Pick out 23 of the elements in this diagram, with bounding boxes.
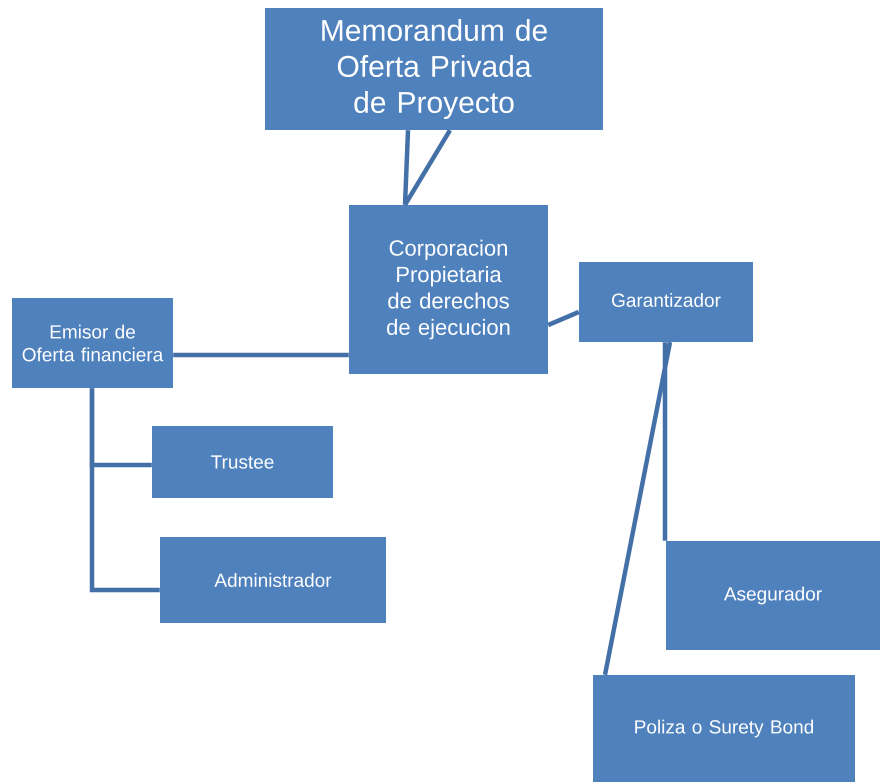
node-label: Administrador — [214, 573, 332, 587]
connector-line — [547, 310, 580, 328]
node-label: Emisor de Oferta financiera — [22, 324, 164, 362]
process-box — [12, 298, 173, 388]
process-box — [152, 426, 333, 498]
process-box — [579, 262, 753, 342]
node-label: Poliza o Surety Bond — [635, 720, 814, 738]
process-box — [160, 537, 386, 623]
connector-line — [90, 388, 160, 592]
node-label: Trustee — [211, 455, 274, 469]
node-label: Memorandum de Oferta Privada de Proyecto — [322, 19, 547, 119]
node-label: Asegurador — [724, 586, 822, 604]
process-box — [265, 8, 603, 130]
connector-line — [662, 342, 668, 541]
connector-line — [173, 352, 349, 358]
connector-line — [402, 130, 410, 205]
node-label: Corporacion Propietaria de derechos de ejecucion — [387, 240, 510, 340]
process-box — [349, 205, 548, 374]
node-label: Garantizador — [612, 293, 721, 307]
process-box — [593, 675, 855, 782]
process-box — [666, 541, 880, 650]
connector-line — [403, 129, 452, 206]
connector-line — [602, 342, 672, 676]
